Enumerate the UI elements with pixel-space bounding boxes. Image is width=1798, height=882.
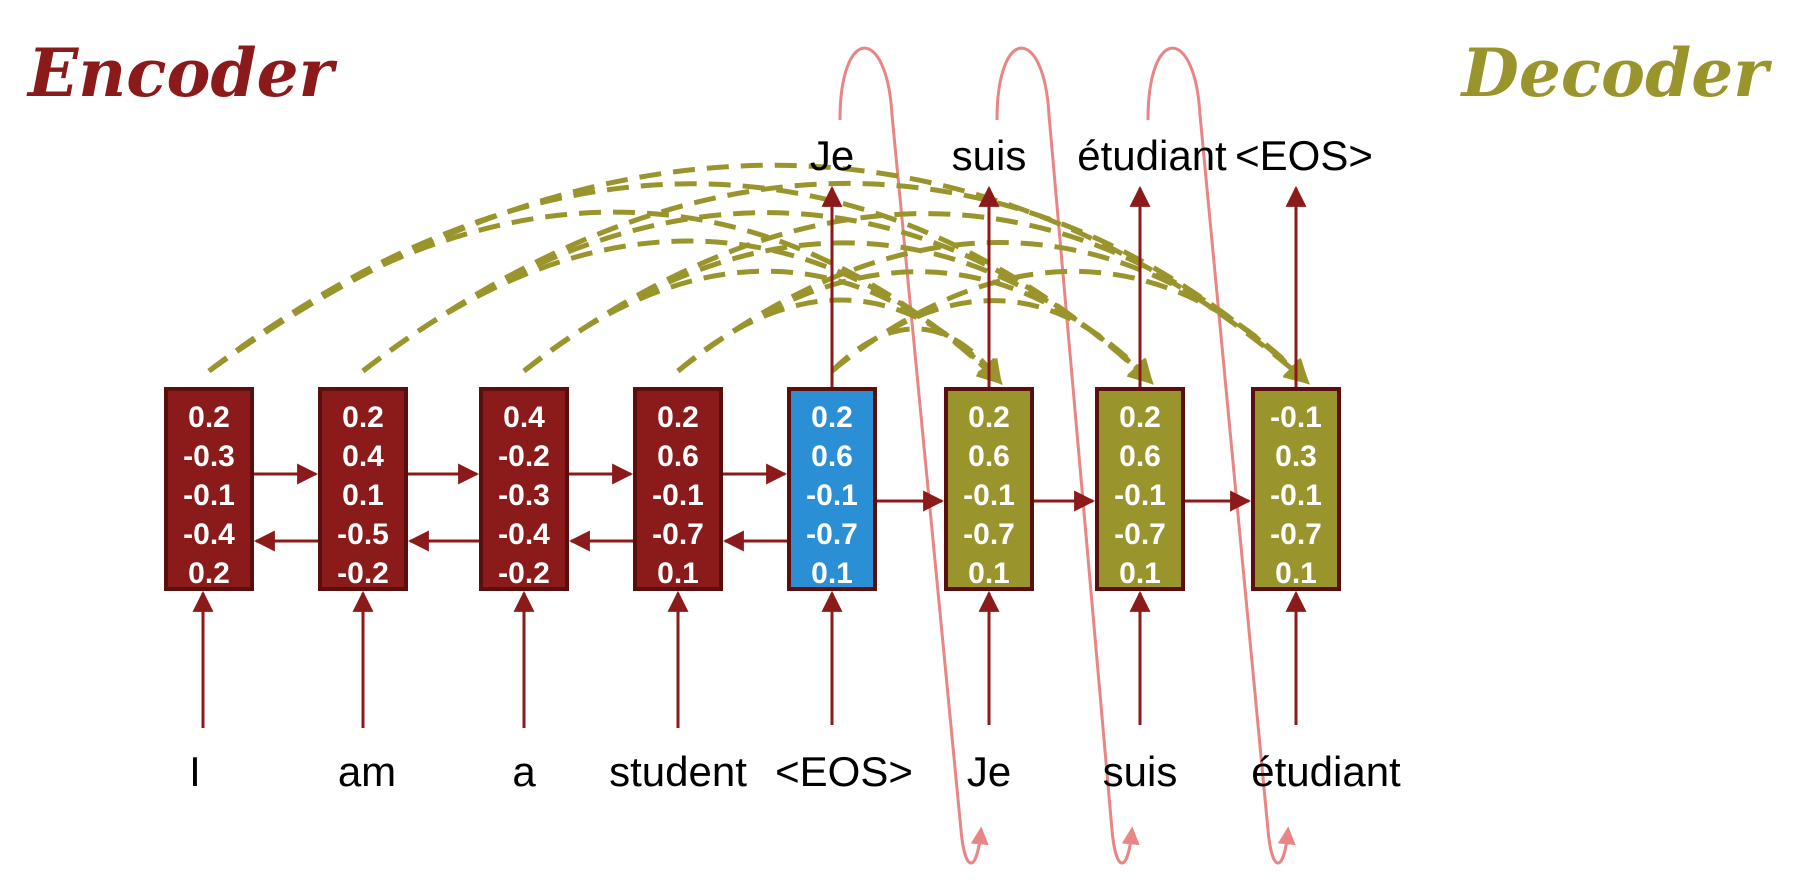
cell-value: -0.7: [1270, 518, 1322, 551]
cell-value: -0.1: [806, 479, 858, 512]
cell-value: 0.1: [811, 557, 853, 590]
cell-value: 0.1: [657, 557, 699, 590]
cell-value: -0.1: [963, 479, 1015, 512]
cell-4: 0.2 0.6 -0.1 -0.7 0.1: [787, 387, 877, 591]
cell-value: 0.2: [811, 401, 853, 434]
cell-3: 0.2 0.6 -0.1 -0.7 0.1: [633, 387, 723, 591]
cell-value: -0.2: [337, 557, 389, 590]
cell-value: -0.1: [183, 479, 235, 512]
cell-value: 0.3: [1275, 440, 1317, 473]
cell-box: [633, 387, 723, 591]
cell-value: 0.1: [1119, 557, 1161, 590]
output-word: Je: [810, 132, 854, 179]
cell-box: [944, 387, 1034, 591]
input-word: <EOS>: [775, 748, 913, 795]
cell-box: [1251, 387, 1341, 591]
cell-box: [787, 387, 877, 591]
output-word: suis: [952, 132, 1027, 179]
cell-2: 0.4 -0.2 -0.3 -0.4 -0.2: [479, 387, 569, 591]
attention-links: [207, 162, 1310, 386]
attention-link: [207, 181, 1154, 385]
cell-value: 0.2: [1119, 401, 1161, 434]
input-word: student: [609, 748, 747, 795]
cell-value: 0.2: [342, 401, 384, 434]
feedback-loop: [838, 46, 989, 865]
cell-value: 0.6: [657, 440, 699, 473]
input-word: am: [338, 748, 396, 795]
cell-value: 0.2: [188, 557, 230, 590]
cell-6: 0.2 0.6 -0.1 -0.7 0.1: [1095, 387, 1185, 591]
cell-1: 0.2 0.4 0.1 -0.5 -0.2: [318, 387, 408, 591]
output-word: <EOS>: [1235, 132, 1373, 179]
cell-box: [164, 387, 254, 591]
cell-value: 0.2: [968, 401, 1010, 434]
attention-link: [676, 269, 1154, 385]
feedback-loop: [1146, 46, 1296, 865]
decoder-title: Decoder: [1460, 34, 1773, 112]
cell-value: -0.7: [963, 518, 1015, 551]
cell-value: -0.4: [183, 518, 235, 551]
cell-value: -0.4: [498, 518, 550, 551]
recurrent-arrows: [192, 185, 1307, 728]
cell-value: -0.3: [498, 479, 550, 512]
cell-value: 0.2: [188, 401, 230, 434]
cell-value: -0.7: [806, 518, 858, 551]
cell-value: 0.6: [968, 440, 1010, 473]
cell-value: -0.2: [498, 557, 550, 590]
encoder-title: Encoder: [26, 34, 338, 112]
cell-value: 0.1: [342, 479, 384, 512]
input-word: étudiant: [1251, 748, 1401, 795]
input-word: suis: [1103, 748, 1178, 795]
cell-value: -0.7: [652, 518, 704, 551]
cell-value: -0.3: [183, 440, 235, 473]
attention-link: [522, 268, 1003, 385]
output-word: étudiant: [1077, 132, 1227, 179]
input-word: Je: [967, 748, 1011, 795]
input-word: a: [512, 748, 536, 795]
cell-value: -0.1: [1270, 401, 1322, 434]
cell-value: 0.4: [342, 440, 384, 473]
cell-value: -0.1: [1114, 479, 1166, 512]
feedback-loop: [995, 46, 1140, 865]
attention-link: [207, 162, 1310, 385]
cell-7: -0.1 0.3 -0.1 -0.7 0.1: [1251, 387, 1341, 591]
feedback-loops: [838, 46, 1296, 865]
hidden-state-cells: 0.2 -0.3 -0.1 -0.4 0.2 0.2 0.4 0.1 -0.5 -0.2 0.4 -0…: [164, 387, 1341, 591]
cell-box: [479, 387, 569, 591]
cell-value: 0.6: [811, 440, 853, 473]
cell-0: 0.2 -0.3 -0.1 -0.4 0.2: [164, 387, 254, 591]
cell-value: 0.1: [1275, 557, 1317, 590]
cell-value: -0.1: [1270, 479, 1322, 512]
cell-value: 0.4: [503, 401, 545, 434]
cell-value: 0.6: [1119, 440, 1161, 473]
cell-value: -0.7: [1114, 518, 1166, 551]
cell-5: 0.2 0.6 -0.1 -0.7 0.1: [944, 387, 1034, 591]
input-word: I: [189, 748, 201, 795]
cell-value: 0.2: [657, 401, 699, 434]
cell-value: -0.5: [337, 518, 389, 551]
cell-box: [1095, 387, 1185, 591]
attention-link: [361, 180, 1310, 385]
cell-value: 0.1: [968, 557, 1010, 590]
cell-value: -0.1: [652, 479, 704, 512]
attention-link: [830, 268, 1310, 385]
cell-box: [318, 387, 408, 591]
cell-value: -0.2: [498, 440, 550, 473]
